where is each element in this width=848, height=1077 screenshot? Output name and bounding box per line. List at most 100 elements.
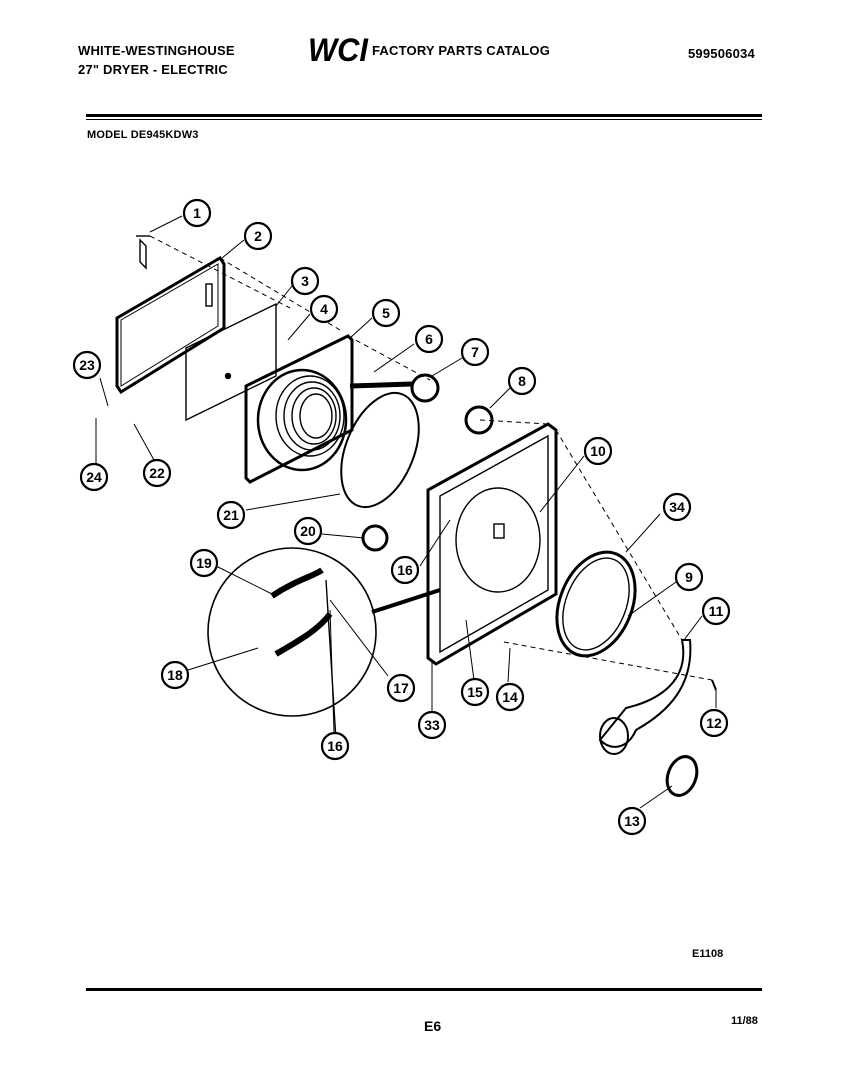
leader-line xyxy=(245,493,341,511)
leader-line xyxy=(507,647,511,683)
svg-text:15: 15 xyxy=(467,684,483,700)
callout-34: 34 xyxy=(662,492,692,522)
svg-text:24: 24 xyxy=(86,469,102,485)
callout-15: 15 xyxy=(460,677,490,707)
front-panel xyxy=(244,334,354,484)
callout-11: 11 xyxy=(701,596,731,626)
svg-text:13: 13 xyxy=(624,813,640,829)
align-line xyxy=(555,429,683,641)
blower-outlet xyxy=(599,717,629,755)
svg-text:16: 16 xyxy=(327,738,343,754)
leader-line xyxy=(349,317,373,339)
align-line xyxy=(347,335,431,381)
callout-17: 17 xyxy=(386,673,416,703)
svg-text:7: 7 xyxy=(471,344,479,360)
door-bezel-3 xyxy=(291,387,337,445)
blower-gasket xyxy=(665,755,699,797)
leader-line xyxy=(149,215,183,233)
detail-strip xyxy=(325,579,337,741)
svg-text:34: 34 xyxy=(669,499,685,515)
leader-line xyxy=(489,385,513,409)
blower-housing xyxy=(598,639,692,748)
leader-line xyxy=(287,313,311,341)
leader-line xyxy=(373,343,415,373)
callout-7: 7 xyxy=(460,337,490,367)
door-liner xyxy=(185,302,277,422)
door-bezel-4 xyxy=(299,393,333,439)
liner-screw xyxy=(224,372,232,380)
callout-22: 21 xyxy=(216,500,246,530)
svg-text:18: 18 xyxy=(167,667,183,683)
callout-3: 3 xyxy=(290,266,320,296)
leader-line xyxy=(539,455,585,513)
callout-5: 5 xyxy=(371,298,401,328)
switch-leader xyxy=(349,381,413,389)
leader-line xyxy=(99,377,109,407)
leader-line xyxy=(329,599,389,677)
detail-seal-upper xyxy=(270,567,324,599)
svg-text:14: 14 xyxy=(502,689,518,705)
leader-line xyxy=(625,513,661,553)
leader-line xyxy=(431,357,463,377)
page-number: E6 xyxy=(424,1018,442,1034)
leader-line xyxy=(221,239,245,259)
svg-text:9: 9 xyxy=(685,569,693,585)
screw xyxy=(711,679,717,691)
svg-text:33: 33 xyxy=(424,717,440,733)
door-outer-panel xyxy=(115,255,226,395)
callout-14: 14 xyxy=(495,682,525,712)
detail-magnifier-circle xyxy=(207,547,377,717)
leader-line xyxy=(329,609,335,733)
svg-text:19: 19 xyxy=(196,555,212,571)
model-number: MODEL DE945KDW3 xyxy=(87,129,199,141)
door-inner-edge xyxy=(120,263,219,387)
callout-23: 22 xyxy=(142,458,172,488)
detail-pointer xyxy=(371,588,441,614)
header-rule xyxy=(86,114,762,117)
callout-12: 12 xyxy=(699,708,729,738)
catalog-title: FACTORY PARTS CATALOG xyxy=(372,43,551,58)
callout-25: 24 xyxy=(79,462,109,492)
detail-seal-lower xyxy=(274,612,333,657)
svg-text:1: 1 xyxy=(193,205,201,221)
leader-line xyxy=(683,615,703,641)
callout-21: 20 xyxy=(293,516,323,546)
align-line xyxy=(149,235,291,309)
callout-20: 19 xyxy=(189,548,219,578)
svg-text:6: 6 xyxy=(425,331,433,347)
drum-seal xyxy=(555,550,637,658)
leader-line xyxy=(627,581,677,617)
leader-line xyxy=(187,647,259,671)
leader-line xyxy=(275,285,293,307)
svg-text:4: 4 xyxy=(320,301,328,317)
callout-33: 33 xyxy=(417,710,447,740)
footer-rule xyxy=(86,988,762,991)
svg-text:5: 5 xyxy=(382,305,390,321)
svg-text:3: 3 xyxy=(301,273,309,289)
leader-line xyxy=(321,533,365,539)
svg-text:20: 20 xyxy=(300,523,316,539)
callout-10: 10 xyxy=(583,436,613,466)
callout-24: 23 xyxy=(72,350,102,380)
leader-line xyxy=(465,619,475,681)
catch xyxy=(361,524,389,552)
callout-4: 4 xyxy=(309,294,339,324)
door-bezel-1 xyxy=(275,375,345,457)
callout-2: 2 xyxy=(243,221,273,251)
leader-line xyxy=(133,423,155,461)
light-switch xyxy=(464,405,494,435)
callout-16-bulkhead: 16 xyxy=(390,555,420,585)
svg-text:12: 12 xyxy=(706,715,722,731)
svg-text:16: 16 xyxy=(397,562,413,578)
door-switch xyxy=(410,373,440,403)
brand-name: WHITE-WESTINGHOUSE xyxy=(78,43,235,58)
leader-line xyxy=(639,785,673,809)
door-handle xyxy=(205,283,213,307)
logo-text: WCI xyxy=(308,32,369,66)
svg-text:17: 17 xyxy=(393,680,409,696)
header-rule-thin xyxy=(86,119,762,120)
catalog-part-number: 599506034 xyxy=(688,46,755,61)
leader-line xyxy=(215,565,277,597)
product-description: 27" DRYER - ELECTRIC xyxy=(78,62,228,77)
